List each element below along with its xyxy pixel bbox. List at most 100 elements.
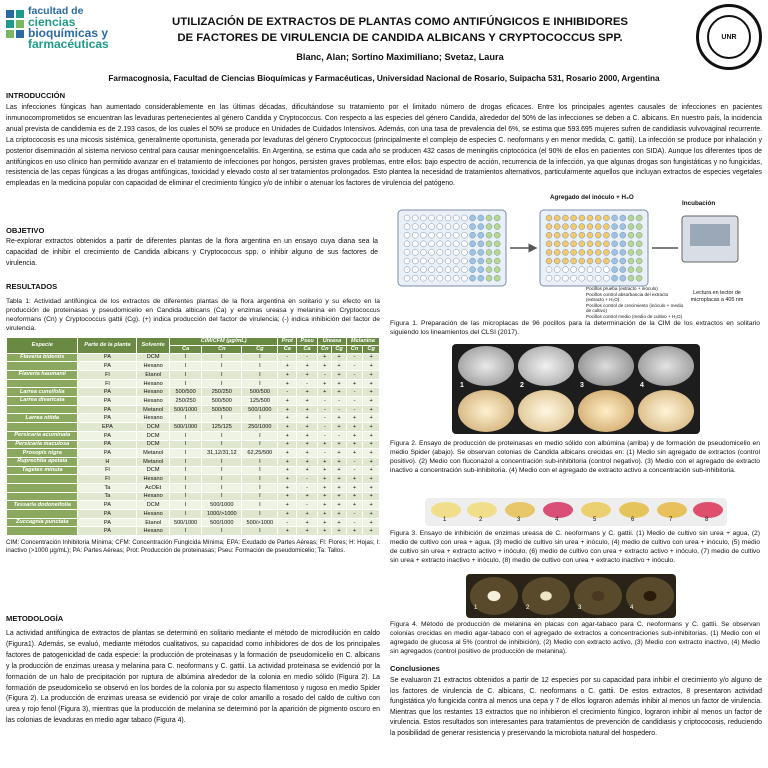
well [570, 214, 577, 222]
table-cell: - [277, 352, 298, 363]
table-cell: - [296, 378, 319, 389]
well [570, 274, 577, 282]
table-cell: + [296, 396, 319, 406]
fig4-caption: Figura 4. Método de producción de melani… [390, 621, 760, 655]
well [586, 240, 594, 248]
well [411, 240, 419, 248]
table-cell: Hexano [136, 509, 170, 519]
well [469, 214, 476, 222]
table-cell: + [362, 456, 380, 467]
well [452, 274, 460, 282]
table-cell: I [201, 456, 243, 467]
table-cell: I [201, 352, 243, 363]
plate-label: 4 [640, 382, 644, 389]
table-cell: I [241, 430, 279, 441]
well [603, 257, 610, 265]
table-cell: + [277, 439, 298, 450]
table-cell: + [345, 482, 364, 493]
th-prot: Prot [277, 336, 298, 346]
table-cell: 500/500 [201, 396, 243, 406]
table-cell: I [168, 482, 203, 493]
well [420, 231, 427, 239]
plate-label: 3 [580, 382, 584, 389]
table-cell: + [345, 439, 364, 450]
table-cell: I [241, 413, 279, 424]
table-cell: + [277, 430, 298, 441]
table-cell: + [362, 430, 380, 441]
well [562, 274, 569, 282]
table-cell: Hexano [136, 526, 170, 537]
logo-line: facultad de [28, 5, 84, 17]
fig1-reader-label: Lectura en lector de microplacas a 405 n… [690, 290, 744, 303]
table-cell: I [168, 361, 203, 371]
table-cell: I [241, 465, 279, 476]
well [594, 249, 602, 256]
well [611, 266, 618, 273]
well [420, 249, 427, 256]
tube-label: 1 [443, 517, 447, 523]
well [586, 249, 594, 256]
table-cell: PA [77, 387, 138, 398]
table-cell: I [241, 378, 279, 389]
well [411, 223, 419, 230]
well [485, 231, 493, 239]
well [411, 249, 419, 256]
table-cell: PA [77, 413, 138, 424]
table-cell: - [296, 352, 319, 363]
table-cell: I [201, 439, 243, 450]
table-cell: I [241, 526, 279, 537]
well [461, 266, 468, 273]
well [477, 257, 485, 265]
table-cell: PA [77, 448, 138, 458]
species-cell: Larrea divaricata [5, 396, 79, 406]
well [444, 240, 452, 248]
figure-4-photo: 1 2 3 4 [466, 574, 676, 618]
plate [458, 390, 514, 432]
table-cell: - [317, 404, 333, 415]
table-cell: + [277, 456, 298, 467]
table-cell: I [168, 491, 203, 502]
well [485, 257, 493, 265]
well [570, 266, 577, 273]
well [428, 240, 435, 248]
tube [431, 502, 461, 518]
well [603, 214, 610, 222]
well [485, 274, 493, 282]
table-cell: + [345, 491, 364, 502]
species-cell: Prosopis nigra [5, 448, 79, 458]
table-cell: I [241, 474, 279, 484]
table-cell: Etanol [136, 517, 170, 528]
well [469, 266, 476, 273]
table-cell: I [201, 413, 243, 424]
table-cell: I [168, 474, 203, 484]
table-cell: I [168, 509, 203, 519]
table-cell: + [317, 491, 333, 502]
table-cell: Fl [77, 378, 138, 389]
table-cell: + [296, 439, 319, 450]
table-caption: Tabla 1: Actividad antifúngica de los ex… [6, 298, 380, 332]
table-cell: + [362, 378, 380, 389]
table-cell: + [362, 465, 380, 476]
table-cell: Hexano [136, 413, 170, 424]
table-cell: Ta [77, 491, 138, 502]
table-cell: + [362, 500, 380, 510]
university-seal: UNR [696, 4, 762, 70]
well [611, 223, 618, 230]
well [420, 223, 427, 230]
table-cell: + [331, 482, 347, 493]
well [635, 240, 643, 248]
well [485, 240, 493, 248]
well [444, 214, 452, 222]
table-cell: + [331, 378, 347, 389]
well [411, 214, 419, 222]
table-cell: + [331, 500, 347, 510]
methodology-heading: METODOLOGÍA [6, 614, 64, 623]
poster-title: UTILIZACIÓN DE EXTRACTOS DE PLANTAS COMO… [140, 14, 660, 46]
table-cell: + [296, 430, 319, 441]
table-cell: I [241, 361, 279, 371]
table-cell: I [201, 430, 243, 441]
